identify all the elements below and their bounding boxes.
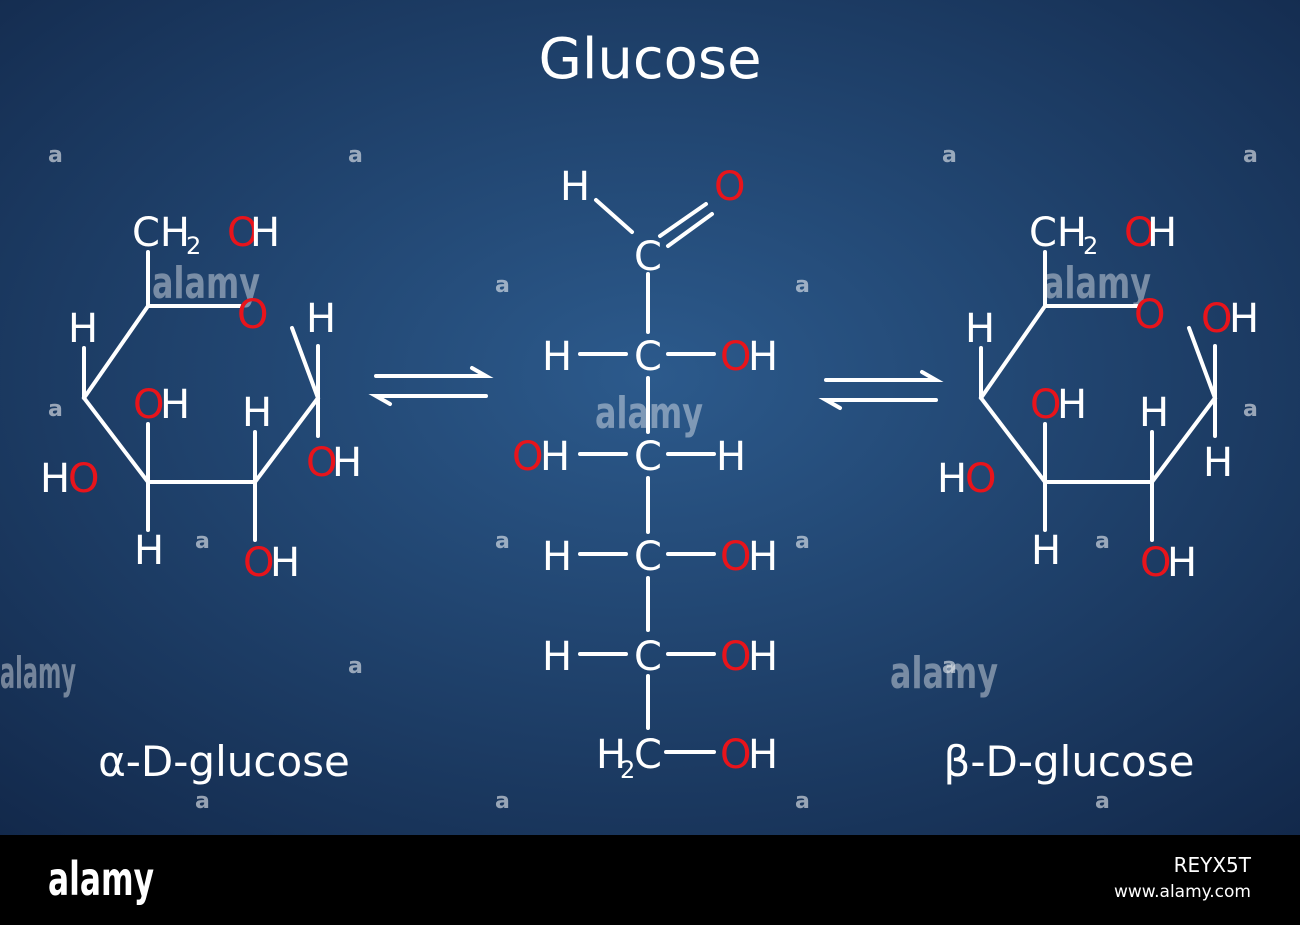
equilibrium-arrow-right bbox=[818, 370, 944, 410]
svg-text:O: O bbox=[720, 334, 751, 380]
svg-text:2: 2 bbox=[1083, 232, 1098, 260]
watermark-mark: a bbox=[1095, 529, 1110, 554]
watermark-mark: a bbox=[795, 529, 810, 554]
svg-text:H: H bbox=[68, 306, 98, 352]
watermark-mark: a bbox=[795, 273, 810, 298]
svg-text:O: O bbox=[1140, 540, 1171, 586]
site-url: www.alamy.com bbox=[1114, 882, 1251, 902]
watermark-mark: a bbox=[942, 143, 957, 168]
watermark-word: alamy bbox=[1043, 258, 1151, 309]
beta-glucose-label: β-D-glucose bbox=[944, 737, 1195, 786]
watermark-mark: a bbox=[48, 397, 63, 422]
svg-text:H: H bbox=[1057, 382, 1087, 428]
svg-text:O: O bbox=[1134, 292, 1165, 338]
svg-text:H: H bbox=[270, 540, 300, 586]
svg-text:O: O bbox=[714, 164, 745, 210]
svg-text:H: H bbox=[134, 528, 164, 574]
svg-text:O: O bbox=[720, 732, 751, 778]
svg-text:H: H bbox=[560, 164, 590, 210]
svg-text:H: H bbox=[1167, 540, 1197, 586]
watermark-mark: a bbox=[348, 143, 363, 168]
svg-text:O: O bbox=[1030, 382, 1061, 428]
equilibrium-arrow-left bbox=[368, 366, 494, 406]
svg-text:CH: CH bbox=[1029, 210, 1087, 256]
svg-text:H: H bbox=[596, 732, 626, 778]
svg-text:2: 2 bbox=[186, 232, 201, 260]
watermark-mark: a bbox=[1243, 143, 1258, 168]
svg-text:H: H bbox=[748, 534, 778, 580]
footer-bar bbox=[0, 835, 1300, 925]
svg-text:O: O bbox=[965, 456, 996, 502]
svg-text:H: H bbox=[1139, 390, 1169, 436]
svg-text:H: H bbox=[306, 296, 336, 342]
svg-text:H: H bbox=[540, 434, 570, 480]
svg-text:H: H bbox=[937, 456, 967, 502]
watermark-word: alamy bbox=[890, 648, 998, 699]
svg-text:H: H bbox=[242, 390, 272, 436]
watermark-mark: a bbox=[48, 143, 63, 168]
svg-text:O: O bbox=[720, 634, 751, 680]
svg-text:H: H bbox=[40, 456, 70, 502]
svg-text:H: H bbox=[1229, 296, 1259, 342]
watermark-mark: a bbox=[195, 529, 210, 554]
alpha-glucose-label: α-D-glucose bbox=[98, 737, 350, 786]
svg-text:CH: CH bbox=[132, 210, 190, 256]
svg-text:C: C bbox=[634, 634, 662, 680]
svg-text:C: C bbox=[634, 234, 662, 280]
svg-text:H: H bbox=[748, 634, 778, 680]
svg-text:H: H bbox=[542, 534, 572, 580]
image-id: REYX5T bbox=[1174, 853, 1252, 877]
svg-text:O: O bbox=[1201, 296, 1232, 342]
watermark-mark: a bbox=[1243, 397, 1258, 422]
alpha-glucose-structure: CH 2 O H O H H O H H O H H O H O H bbox=[40, 210, 362, 586]
watermark-marks: a a a a a a a a a a a a a a a a a a bbox=[48, 143, 1258, 814]
footer-logo: alamy bbox=[48, 852, 154, 906]
svg-text:2: 2 bbox=[620, 756, 635, 784]
svg-text:C: C bbox=[634, 334, 662, 380]
svg-text:H: H bbox=[542, 334, 572, 380]
watermark-mark: a bbox=[195, 789, 210, 814]
svg-text:H: H bbox=[1147, 210, 1177, 256]
diagram-title: Glucose bbox=[538, 27, 761, 92]
svg-text:O: O bbox=[1124, 210, 1155, 256]
watermark-mark: a bbox=[348, 654, 363, 679]
svg-text:O: O bbox=[243, 540, 274, 586]
svg-text:H: H bbox=[1031, 528, 1061, 574]
svg-text:O: O bbox=[306, 440, 337, 486]
svg-text:H: H bbox=[748, 732, 778, 778]
svg-text:C: C bbox=[634, 732, 662, 778]
svg-text:H: H bbox=[332, 440, 362, 486]
watermark-mark: a bbox=[495, 273, 510, 298]
svg-text:O: O bbox=[133, 382, 164, 428]
svg-text:O: O bbox=[512, 434, 543, 480]
watermark-mark: a bbox=[1095, 789, 1110, 814]
svg-text:O: O bbox=[237, 292, 268, 338]
svg-text:H: H bbox=[542, 634, 572, 680]
beta-glucose-structure: CH 2 O H O O H H O H H H H O H O H bbox=[937, 210, 1259, 586]
open-chain-structure: H O C H C O H O H C H H C O H H C O H H … bbox=[512, 164, 778, 784]
svg-text:O: O bbox=[720, 534, 751, 580]
watermark-word: alamy bbox=[0, 648, 76, 699]
watermark-mark: a bbox=[795, 789, 810, 814]
svg-text:C: C bbox=[634, 434, 662, 480]
watermark-word: alamy bbox=[152, 258, 260, 309]
svg-text:C: C bbox=[634, 534, 662, 580]
watermark-mark: a bbox=[495, 529, 510, 554]
svg-text:H: H bbox=[1203, 440, 1233, 486]
svg-text:H: H bbox=[716, 434, 746, 480]
svg-text:H: H bbox=[748, 334, 778, 380]
svg-text:H: H bbox=[250, 210, 280, 256]
watermark-mark: a bbox=[942, 654, 957, 679]
watermark-mark: a bbox=[495, 789, 510, 814]
svg-text:H: H bbox=[160, 382, 190, 428]
svg-text:O: O bbox=[68, 456, 99, 502]
svg-text:O: O bbox=[227, 210, 258, 256]
svg-text:H: H bbox=[965, 306, 995, 352]
